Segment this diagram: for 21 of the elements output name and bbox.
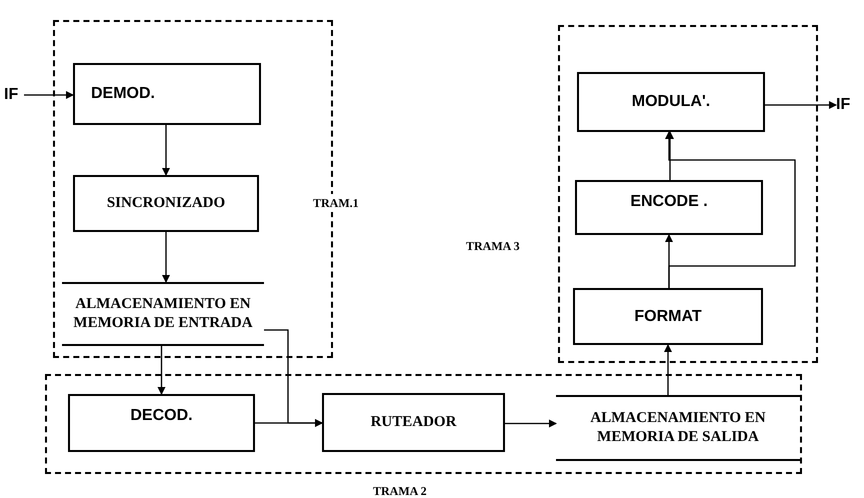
process-box: ENCODE . (575, 180, 763, 235)
arrow (666, 131, 674, 180)
arrow (158, 346, 166, 395)
arrow (665, 131, 796, 288)
arrow (24, 91, 74, 99)
arrow (162, 232, 170, 283)
process-box: DEMOD. (73, 63, 261, 125)
signal-label: IF (4, 86, 24, 104)
process-box: FORMAT (573, 288, 763, 345)
arrow (765, 101, 837, 109)
arrow (255, 419, 323, 427)
arrow (664, 344, 672, 395)
signal-label: IF (836, 96, 860, 114)
process-box: DECOD. (68, 394, 255, 452)
process-box: MODULA'. (577, 72, 765, 132)
memory-storage-block: ALMACENAMIENTO EN MEMORIA DE ENTRADA (62, 282, 264, 346)
memory-storage-block: ALMACENAMIENTO EN MEMORIA DE SALIDA (556, 395, 800, 461)
arrow (505, 420, 557, 428)
process-box: RUTEADOR (322, 393, 505, 452)
arrow (162, 125, 170, 176)
process-box: SINCRONIZADO (73, 175, 259, 232)
